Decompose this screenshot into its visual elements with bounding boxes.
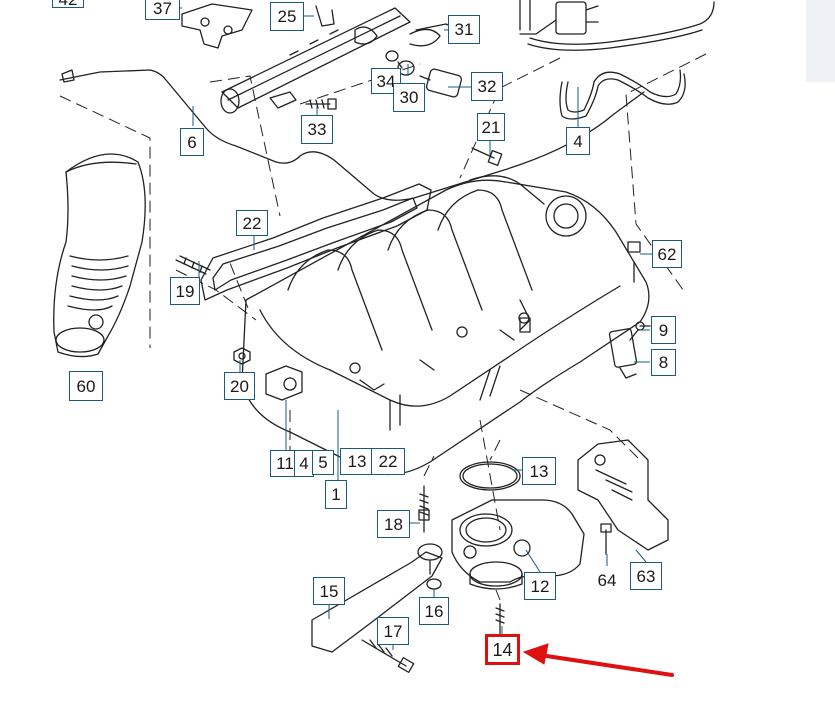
callout-22-gasket[interactable]: 22 <box>236 210 268 236</box>
callout-31[interactable]: 31 <box>448 15 480 44</box>
callout-6[interactable]: 6 <box>180 128 204 156</box>
bolt-21 <box>471 147 503 166</box>
throttle-body-12 <box>451 499 585 590</box>
bracket-15 <box>311 543 443 653</box>
callout-13-manifold[interactable]: 13 <box>340 448 374 475</box>
callout-1[interactable]: 1 <box>325 480 347 509</box>
gasket-22 <box>200 183 432 301</box>
vacuum-hose-4 <box>559 69 686 120</box>
bolt-33 <box>305 98 337 110</box>
bolt-14 <box>495 603 505 635</box>
callout-37[interactable]: 37 <box>145 0 180 20</box>
callout-33[interactable]: 33 <box>301 115 333 144</box>
air-duct-60 <box>53 153 146 358</box>
intake-manifold <box>241 175 650 476</box>
callout-30[interactable]: 30 <box>393 83 425 112</box>
bolt-62 <box>627 241 641 283</box>
bracket-clip-25 <box>315 5 335 27</box>
callout-19[interactable]: 19 <box>170 277 200 305</box>
callout-13-oring[interactable]: 13 <box>522 457 556 485</box>
bracket-63 <box>577 439 669 551</box>
callout-5[interactable]: 5 <box>312 450 334 475</box>
callout-63[interactable]: 63 <box>630 562 662 590</box>
nut-20 <box>233 347 251 365</box>
callout-8[interactable]: 8 <box>651 349 676 376</box>
rail-bracket <box>181 3 253 49</box>
callout-9[interactable]: 9 <box>651 316 676 344</box>
sensor-8-9 <box>608 321 651 379</box>
bolt-17 <box>361 639 415 673</box>
stud-19 <box>175 255 211 275</box>
callout-14-highlighted[interactable]: 14 <box>485 634 520 665</box>
callout-25[interactable]: 25 <box>270 2 304 31</box>
valve-assembly <box>519 0 715 51</box>
callout-16[interactable]: 16 <box>419 597 449 625</box>
o-ring-13 <box>459 461 521 491</box>
callout-21[interactable]: 21 <box>477 113 505 141</box>
side-panel <box>806 0 835 82</box>
callout-62[interactable]: 62 <box>652 240 682 268</box>
callout-4-top[interactable]: 4 <box>566 127 590 155</box>
stud-18 <box>418 485 430 533</box>
callout-18[interactable]: 18 <box>377 510 410 538</box>
fuel-rail <box>220 7 411 114</box>
callout-15[interactable]: 15 <box>313 577 345 605</box>
pressure-sensor-32 <box>419 68 463 98</box>
callout-32[interactable]: 32 <box>471 72 503 101</box>
highlight-arrow <box>522 643 674 677</box>
callout-22-manifold[interactable]: 22 <box>371 448 405 475</box>
sensor-11 <box>265 365 303 401</box>
bolt-64 <box>600 523 612 555</box>
callout-64[interactable]: 64 <box>594 568 620 592</box>
callout-42[interactable]: 42 <box>52 0 84 8</box>
vacuum-line-6 <box>59 69 645 201</box>
callout-12[interactable]: 12 <box>524 572 556 600</box>
callout-4-bottom[interactable]: 4 <box>294 450 314 477</box>
callout-17[interactable]: 17 <box>377 617 409 645</box>
callout-60[interactable]: 60 <box>69 371 103 401</box>
callout-20[interactable]: 20 <box>224 372 255 400</box>
